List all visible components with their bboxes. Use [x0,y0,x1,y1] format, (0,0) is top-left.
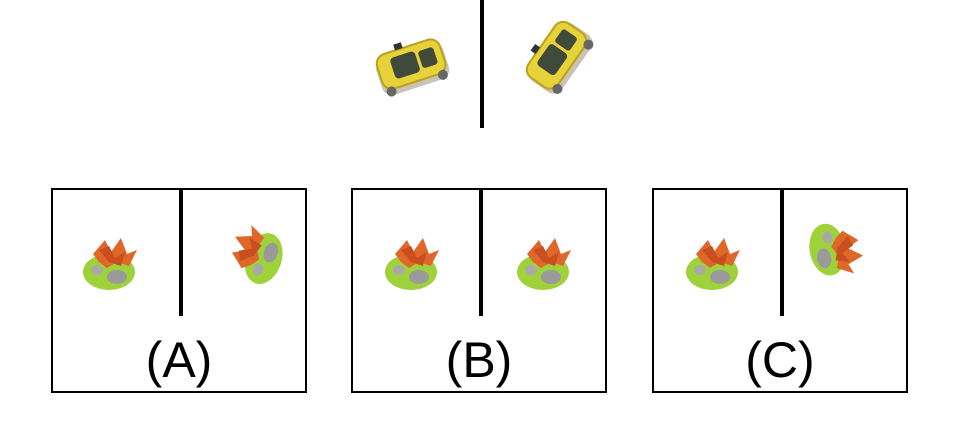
bush-plant-rotated-icon [231,225,283,284]
option-b[interactable]: (B) [351,188,607,393]
bush-plant-icon [686,238,740,290]
taxi-car-icon [375,38,450,97]
reference-divider [480,0,484,128]
taxi-car-rotated-icon [525,20,594,94]
option-c[interactable]: (C) [652,188,908,393]
bush-plant-icon [385,238,439,290]
option-a-divider [179,190,183,316]
option-a[interactable]: (A) [51,188,307,393]
option-c-divider [780,190,784,316]
option-b-divider [479,190,483,316]
bush-plant-icon [83,238,137,290]
option-c-label: (C) [745,332,815,388]
bush-plant-rotated-icon [809,223,864,276]
bush-plant-icon [517,238,571,290]
option-b-label: (B) [445,332,513,388]
option-a-label: (A) [145,332,213,388]
